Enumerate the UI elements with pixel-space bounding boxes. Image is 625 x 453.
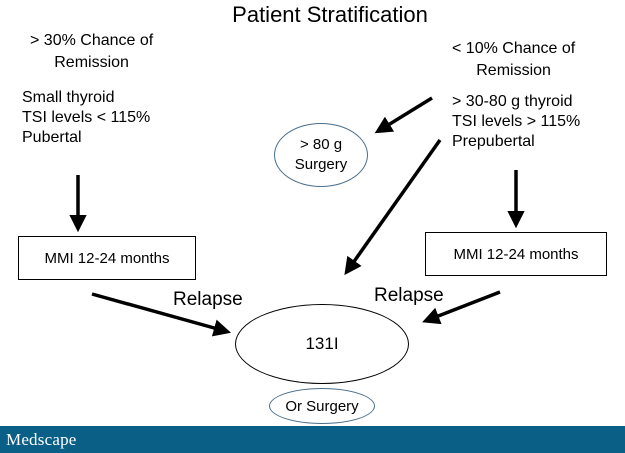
left-criteria: Small thyroid TSI levels < 115% Pubertal [22,88,150,148]
right-heading: < 10% Chance of Remission [452,38,575,82]
arrow-to-surgery [374,96,433,134]
diagram-title: Patient Stratification [232,2,428,27]
left-criterion: Small thyroid [22,89,115,106]
left-criterion: Pubertal [22,129,82,146]
right-criterion: Prepubertal [452,133,535,150]
left-treatment-box: MMI 12-24 months [18,236,196,280]
alt-surgery-node: Or Surgery [269,388,375,424]
right-criterion: TSI levels > 115% [452,113,581,130]
left-treatment-label: MMI 12-24 months [44,249,170,267]
radioiodine-label: 131I [305,334,339,353]
footer-bar [0,426,625,453]
alt-surgery-label: Or Surgery [285,397,359,415]
right-heading-line2: Remission [476,62,551,79]
arrow-left-relapse [91,292,232,337]
surgery-node-line2: Surgery [294,156,348,173]
arrow-right-relapse [422,290,501,325]
left-heading-line1: > 30% Chance of [30,32,154,49]
arrow-to-radioiodine-diagonal [344,138,442,276]
radioiodine-node: 131I [235,304,409,384]
right-criteria: > 30-80 g thyroid TSI levels > 115% Prep… [452,92,580,152]
right-treatment-label: MMI 12-24 months [453,245,579,263]
left-heading-line2: Remission [54,54,129,71]
left-criterion: TSI levels < 115% [22,109,151,126]
surgery-node-line1: > 80 g [299,136,343,153]
left-heading: > 30% Chance of Remission [30,30,153,74]
right-criterion: > 30-80 g thyroid [452,93,573,110]
relapse-right-label: Relapse [374,285,444,306]
right-heading-line1: < 10% Chance of [452,40,576,57]
medscape-logo: Medscape [6,430,77,449]
right-treatment-box: MMI 12-24 months [425,232,607,276]
surgery-node: > 80 g Surgery [274,123,368,187]
relapse-left-label: Relapse [173,289,243,310]
